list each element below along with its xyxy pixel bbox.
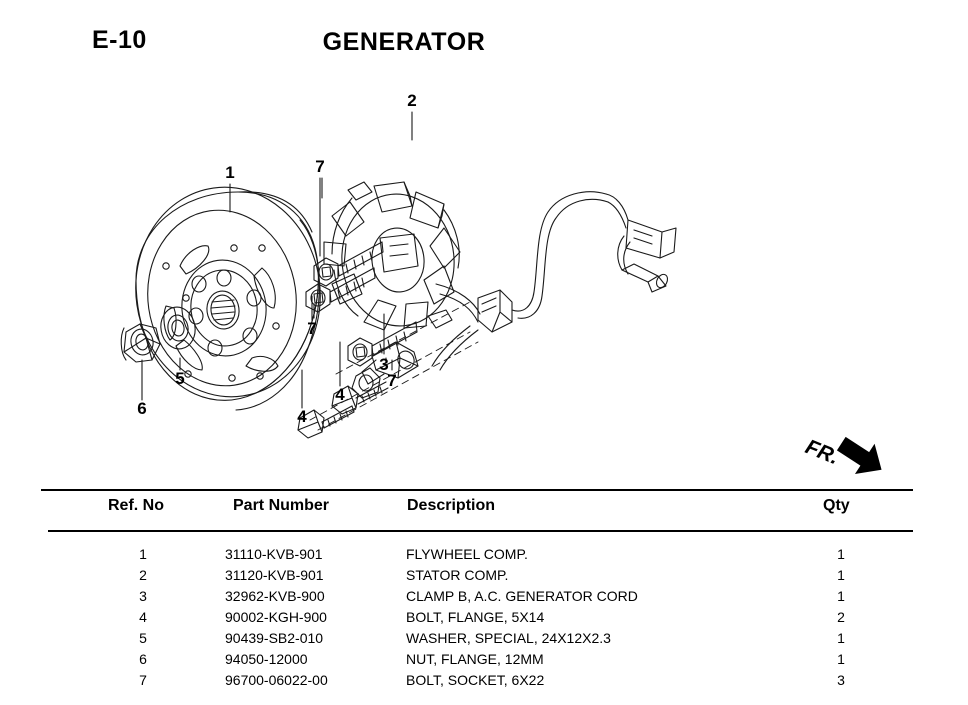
callout-3: 3 — [379, 355, 388, 374]
cell-part-number: 31120-KVB-901 — [225, 567, 324, 583]
table-rule-top — [41, 489, 913, 491]
cell-part-number: 31110-KVB-901 — [225, 546, 323, 562]
table-row: 7 96700-06022-00 BOLT, SOCKET, 6X22 3 — [0, 671, 968, 689]
cell-ref-no: 2 — [139, 567, 147, 583]
column-header-description: Description — [407, 497, 496, 514]
arrow-down-right-icon — [836, 436, 882, 474]
bolt-socket-6x22-drawing-lower — [347, 321, 418, 367]
direction-indicator: FR. — [800, 418, 910, 488]
bolt-flange-5x14-drawing-left — [297, 405, 355, 439]
callout-5: 5 — [175, 369, 184, 388]
table-row: 6 94050-12000 NUT, FLANGE, 12MM 1 — [0, 650, 968, 668]
cell-part-number: 96700-06022-00 — [225, 672, 328, 688]
callout-1: 1 — [225, 163, 234, 182]
cell-description: STATOR COMP. — [406, 567, 509, 583]
callout-6: 6 — [137, 399, 146, 418]
cell-description: BOLT, FLANGE, 5X14 — [406, 609, 545, 625]
cell-qty: 1 — [837, 651, 845, 667]
cell-description: CLAMP B, A.C. GENERATOR CORD — [406, 588, 638, 604]
table-row: 4 90002-KGH-900 BOLT, FLANGE, 5X14 2 — [0, 608, 968, 626]
callout-7-upper: 7 — [315, 157, 324, 176]
table-row: 2 31120-KVB-901 STATOR COMP. 1 — [0, 566, 968, 584]
cell-ref-no: 6 — [139, 651, 147, 667]
generator-cord-drawing — [431, 191, 677, 371]
cell-ref-no: 1 — [139, 546, 147, 562]
callout-7-lower: 7 — [387, 371, 396, 390]
cell-qty: 1 — [837, 567, 845, 583]
table-row: 3 32962-KVB-900 CLAMP B, A.C. GENERATOR … — [0, 587, 968, 605]
cell-part-number: 90002-KGH-900 — [225, 609, 327, 625]
cell-ref-no: 7 — [139, 672, 147, 688]
bolt-flange-5x14-drawing-right — [331, 381, 389, 415]
cell-part-number: 32962-KVB-900 — [225, 588, 325, 604]
cell-part-number: 94050-12000 — [225, 651, 308, 667]
fr-arrow-graphic: FR. — [802, 435, 882, 474]
clamp-b-drawing — [351, 341, 419, 399]
diagram-illustration: 1 2 3 4 4 5 6 7 7 7 — [120, 91, 677, 439]
callout-7-middle: 7 — [307, 319, 316, 338]
parts-list-table: Ref. No Part Number Description Qty 1 31… — [0, 485, 968, 700]
bolt-socket-6x22-drawing-middle — [305, 267, 376, 313]
stator-comp-drawing — [323, 181, 461, 331]
cell-description: FLYWHEEL COMP. — [406, 546, 528, 562]
exploded-parts-diagram: 1 2 3 4 4 5 6 7 7 7 — [0, 70, 968, 485]
nut-flange-12mm-drawing — [120, 323, 161, 363]
column-header-ref-no: Ref. No — [108, 497, 164, 514]
cell-qty: 3 — [837, 672, 845, 688]
callout-4-left: 4 — [297, 407, 307, 426]
cell-qty: 1 — [837, 588, 845, 604]
flywheel-comp-drawing — [135, 186, 321, 411]
table-row: 1 31110-KVB-901 FLYWHEEL COMP. 1 — [0, 545, 968, 563]
page-code: E-10 — [92, 26, 147, 54]
cell-part-number: 90439-SB2-010 — [225, 630, 324, 646]
cell-description: BOLT, SOCKET, 6X22 — [406, 672, 545, 688]
cell-ref-no: 5 — [139, 630, 147, 646]
cell-ref-no: 4 — [139, 609, 147, 625]
fr-label: FR. — [802, 435, 842, 469]
column-header-part-number: Part Number — [233, 497, 330, 514]
cell-qty: 1 — [837, 546, 845, 562]
bolt-socket-6x22-drawing-upper — [313, 241, 384, 287]
washer-special-drawing — [160, 306, 196, 350]
cell-description: NUT, FLANGE, 12MM — [406, 651, 544, 667]
cell-description: WASHER, SPECIAL, 24X12X2.3 — [406, 630, 611, 646]
column-header-qty: Qty — [823, 497, 850, 514]
callout-2: 2 — [407, 91, 416, 110]
cell-ref-no: 3 — [139, 588, 147, 604]
page-title: GENERATOR — [322, 28, 486, 56]
cell-qty: 2 — [837, 609, 845, 625]
cell-qty: 1 — [837, 630, 845, 646]
callout-4-right: 4 — [335, 385, 345, 404]
table-row: 5 90439-SB2-010 WASHER, SPECIAL, 24X12X2… — [0, 629, 968, 647]
table-rule-middle — [48, 530, 913, 532]
